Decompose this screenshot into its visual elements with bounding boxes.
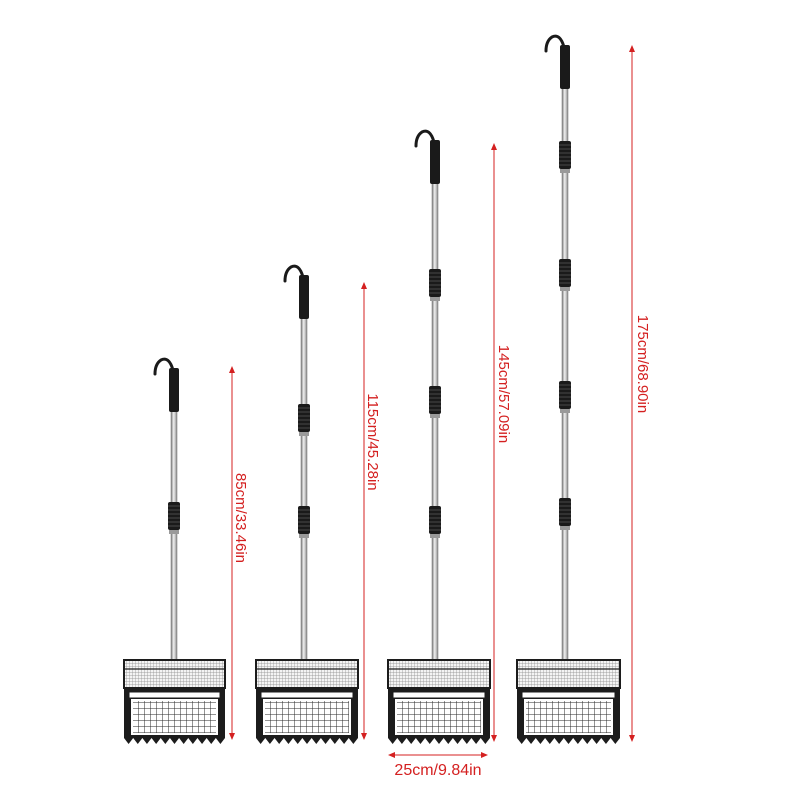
telescopic-scoop-icon [255, 264, 359, 744]
scoop-teeth [256, 736, 358, 744]
joint-collar [299, 432, 309, 436]
joint-grip [429, 386, 441, 414]
joint-collar [299, 534, 309, 538]
strap-hook [544, 34, 566, 53]
grid-screen [524, 699, 613, 735]
dimension-arrow-icon [629, 45, 635, 742]
length-label-115: 115cm/45.28in [364, 393, 381, 491]
frame-slot [392, 691, 486, 699]
arrowhead-bottom [229, 733, 235, 740]
arrowhead-bottom [491, 735, 497, 742]
arrowhead-bottom [361, 733, 367, 740]
joint-grip [559, 259, 571, 287]
pole [431, 179, 439, 663]
telescopic-scoop-icon [387, 129, 491, 744]
joint-collar [560, 526, 570, 530]
length-label-85: 85cm/33.46in [232, 472, 249, 564]
dimension-arrow-icon [491, 143, 497, 742]
joint-collar [560, 287, 570, 291]
arrowhead-right [481, 752, 488, 758]
joint-grip [168, 502, 180, 530]
strap-hook [283, 264, 305, 283]
width-label: 25cm/9.84in [394, 762, 482, 779]
frame-slot [260, 691, 354, 699]
basket-mesh [387, 659, 491, 689]
basket-mesh [255, 659, 359, 689]
pole [300, 314, 308, 663]
arrowhead-top [491, 143, 497, 150]
arrowhead-top [229, 366, 235, 373]
joint-grip [298, 506, 310, 534]
dimension-arrow-icon [229, 366, 235, 740]
joint-grip [559, 141, 571, 169]
joint-grip [559, 498, 571, 526]
telescopic-scoop-icon [516, 34, 621, 744]
handle-grip [299, 275, 309, 319]
frame-slot [521, 691, 616, 699]
arrowhead-left [388, 752, 395, 758]
strap-hook [414, 129, 436, 148]
basket-mesh [123, 659, 226, 689]
length-label-175: 175cm/68.90in [634, 314, 651, 414]
joint-collar [560, 409, 570, 413]
grid-screen [395, 699, 483, 735]
basket-mesh [516, 659, 621, 689]
strap-hook [153, 357, 175, 376]
joint-collar [430, 534, 440, 538]
joint-grip [429, 506, 441, 534]
dimension-arrow-icon [361, 282, 367, 740]
pole [170, 407, 178, 663]
arrowhead-top [629, 45, 635, 52]
grid-screen [131, 699, 218, 735]
joint-collar [430, 414, 440, 418]
scoop-teeth [124, 736, 225, 744]
grid-screen [263, 699, 351, 735]
handle-grip [169, 368, 179, 412]
dimension-arrow-icon [388, 752, 488, 758]
telescopic-scoop-icon [123, 357, 226, 744]
joint-grip [559, 381, 571, 409]
scoop-teeth [388, 736, 490, 744]
joint-collar [430, 297, 440, 301]
arrowhead-bottom [629, 735, 635, 742]
length-label-145: 145cm/57.09in [495, 344, 512, 444]
joint-grip [298, 404, 310, 432]
arrowhead-top [361, 282, 367, 289]
scoop-teeth [517, 736, 620, 744]
joint-grip [429, 269, 441, 297]
joint-collar [560, 169, 570, 173]
frame-slot [128, 691, 221, 699]
handle-grip [430, 140, 440, 184]
joint-collar [169, 530, 179, 534]
handle-grip [560, 45, 570, 89]
